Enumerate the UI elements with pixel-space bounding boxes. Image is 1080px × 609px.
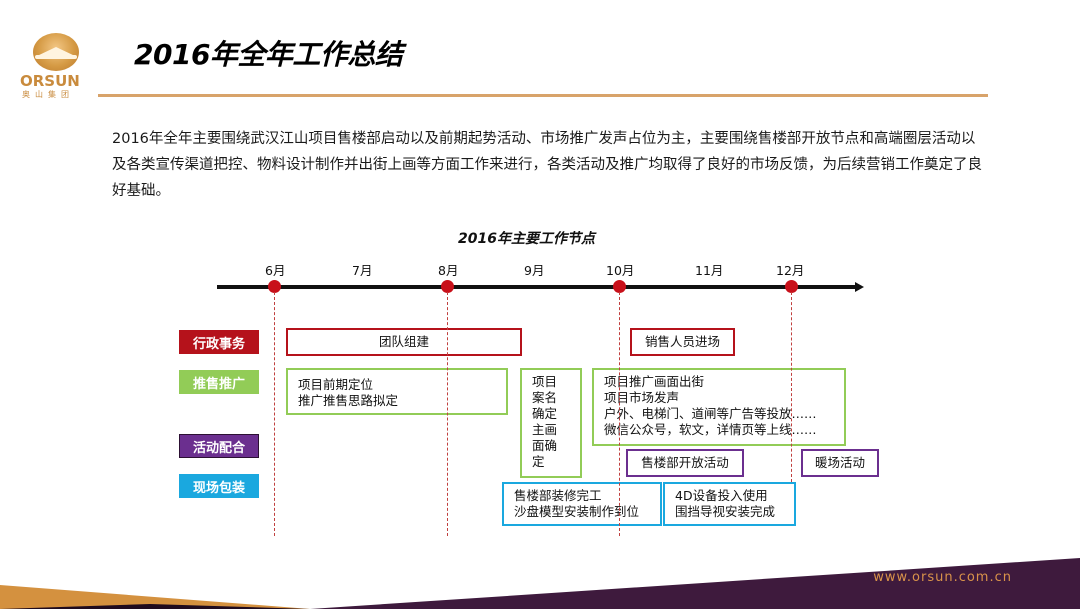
timeline-axis — [217, 285, 857, 289]
item-team-building: 团队组建 — [286, 328, 522, 356]
footer-decoration — [0, 558, 1080, 609]
item-project-promotion: 项目推广画面出街 项目市场发声 户外、电梯门、道闸等广告等投放…… 微信公众号，… — [592, 368, 846, 446]
month-label: 6月 — [265, 263, 286, 278]
milestone-guide-line — [447, 292, 448, 536]
milestone-dot — [441, 280, 454, 293]
milestone-guide-line — [791, 292, 792, 482]
month-label: 10月 — [606, 263, 635, 278]
title-divider — [98, 94, 988, 97]
item-sales-office-decoration: 售楼部装修完工 沙盘模型安装制作到位 — [502, 482, 662, 526]
item-4d-equipment: 4D设备投入使用 围挡导视安装完成 — [663, 482, 796, 526]
logo-text: ORSUN — [20, 72, 80, 90]
item-project-positioning: 项目前期定位 推广推售思路拟定 — [286, 368, 508, 415]
logo-subtext: 奥山集团 — [22, 90, 74, 99]
arrow-right-icon — [855, 282, 864, 292]
item-sales-staff-entry: 销售人员进场 — [630, 328, 735, 356]
month-label: 7月 — [352, 263, 373, 278]
logo-band — [35, 55, 77, 59]
logo-mountain-icon — [37, 47, 75, 56]
item-warm-up-events: 暖场活动 — [801, 449, 879, 477]
month-label: 8月 — [438, 263, 459, 278]
month-label: 9月 — [524, 263, 545, 278]
milestone-guide-line — [619, 292, 620, 536]
category-label-events: 活动配合 — [179, 434, 259, 458]
month-label: 11月 — [695, 263, 724, 278]
milestone-dot — [268, 280, 281, 293]
timeline-title: 2016年主要工作节点 — [458, 231, 595, 247]
month-label: 12月 — [776, 263, 805, 278]
page-title: 2016年全年工作总结 — [134, 38, 403, 71]
website-url[interactable]: www.orsun.com.cn — [873, 570, 1012, 585]
milestone-guide-line — [274, 292, 275, 536]
category-label-admin: 行政事务 — [179, 330, 259, 354]
item-sales-office-opening: 售楼部开放活动 — [626, 449, 744, 477]
item-project-naming: 项目 案名 确定 主画 面确 定 — [520, 368, 582, 478]
category-label-onsite: 现场包装 — [179, 474, 259, 498]
category-label-promotion: 推售推广 — [179, 370, 259, 394]
milestone-dot — [613, 280, 626, 293]
milestone-dot — [785, 280, 798, 293]
intro-paragraph: 2016年全年主要围绕武汉江山项目售楼部启动以及前期起势活动、市场推广发声占位为… — [112, 131, 982, 199]
